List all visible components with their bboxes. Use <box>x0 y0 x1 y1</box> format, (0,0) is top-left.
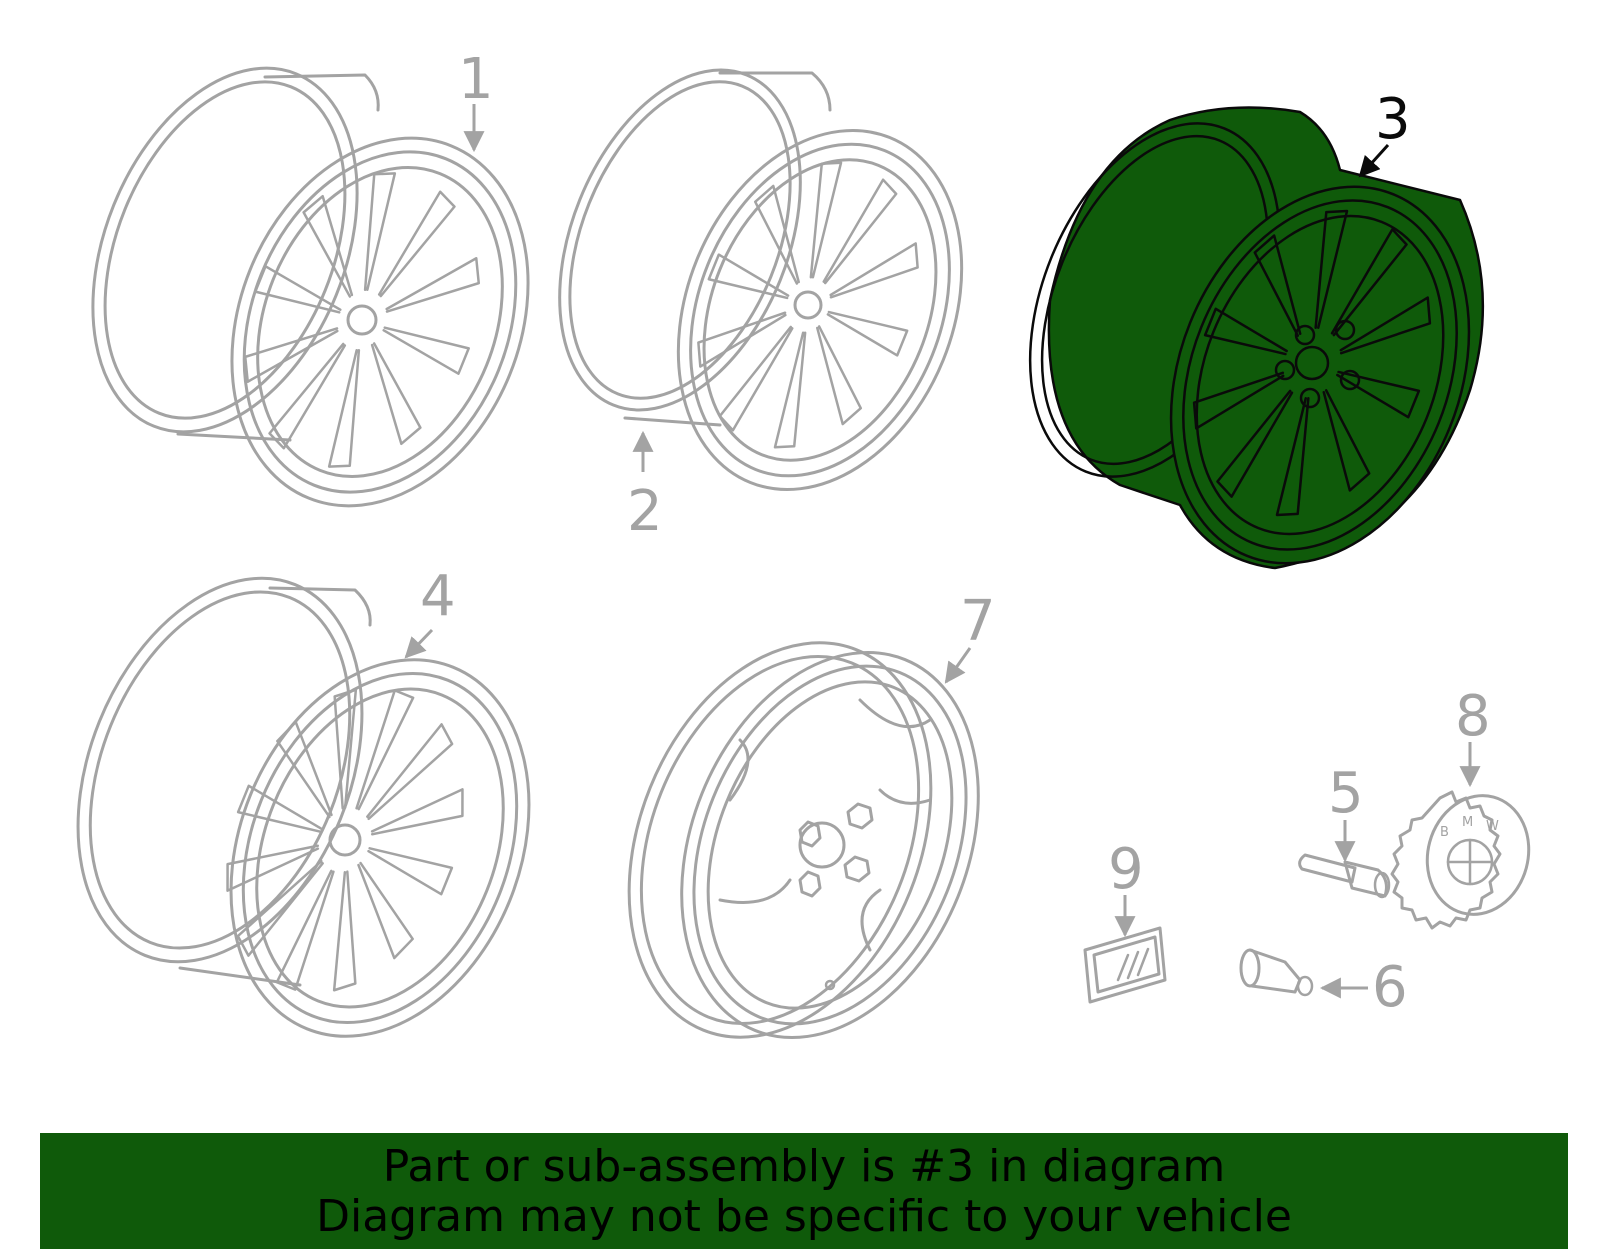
spoke-line <box>1203 307 1288 356</box>
part-9-badge[interactable] <box>1083 926 1167 1004</box>
spoke-line <box>275 869 335 991</box>
callout-2[interactable]: 2 <box>627 479 663 544</box>
spoke-line <box>268 342 347 450</box>
part-5-wheel-bolt[interactable] <box>1298 853 1391 899</box>
spoke-line <box>332 870 357 992</box>
spoke-line <box>822 178 898 285</box>
callout-6[interactable]: 6 <box>1372 955 1408 1020</box>
spoke-line <box>1216 389 1294 498</box>
spoke-line <box>377 190 456 298</box>
spoke-line <box>1339 296 1432 355</box>
spoke-line <box>826 310 909 357</box>
spoke-line <box>370 788 464 836</box>
banner-line-disclaimer: Diagram may not be specific to your vehi… <box>316 1191 1292 1242</box>
spoke-line <box>1192 371 1285 430</box>
callout-4[interactable]: 4 <box>420 564 456 629</box>
wheel-7-spare[interactable] <box>573 597 1032 1082</box>
spoke-line <box>236 784 323 833</box>
spoke-line <box>366 723 454 821</box>
spoke-line <box>370 342 422 446</box>
wheel-3-highlighted[interactable] <box>982 87 1523 609</box>
callout-1[interactable]: 1 <box>458 47 494 112</box>
callout-numbers: 1 2 3 4 5 6 7 8 9 <box>420 47 1491 1020</box>
spoke-line <box>809 161 843 279</box>
callout-5[interactable]: 5 <box>1328 761 1364 826</box>
callout-arrows <box>404 104 1481 999</box>
spoke-line <box>327 348 361 468</box>
spoke-line <box>385 257 481 313</box>
wheel-2[interactable] <box>513 35 1013 533</box>
spoke-line <box>363 172 397 292</box>
callout-9[interactable]: 9 <box>1108 837 1144 902</box>
spoke-line <box>1275 397 1310 517</box>
spoke-line <box>773 331 807 449</box>
spoke-line <box>697 311 787 368</box>
spoke-line <box>1253 234 1302 337</box>
spoke-line <box>829 242 919 299</box>
spoke-line <box>367 847 454 896</box>
spoke-line <box>753 184 800 285</box>
spoke-line <box>355 689 415 811</box>
emblem-letter-b: B <box>1440 825 1449 840</box>
wheel-1[interactable] <box>43 29 581 551</box>
spoke-line <box>1322 389 1371 492</box>
spoke-line <box>226 844 320 892</box>
info-banner: Part or sub-assembly is #3 in diagram Di… <box>40 1133 1568 1249</box>
spoke-line <box>718 325 794 432</box>
emblem-letter-m: M <box>1462 815 1473 830</box>
banner-line-part: Part or sub-assembly is #3 in diagram <box>382 1141 1226 1192</box>
callout-7[interactable]: 7 <box>960 589 996 654</box>
spoke-line <box>243 327 339 383</box>
callout-8[interactable]: 8 <box>1455 684 1491 749</box>
spoke-line <box>236 859 324 957</box>
wheel-4[interactable] <box>25 536 583 1081</box>
spoke-line <box>357 861 414 960</box>
spoke-line <box>1330 228 1408 337</box>
spoke-line <box>816 325 863 426</box>
part-6-valve-stem[interactable] <box>1239 948 1314 997</box>
spoke-line <box>1314 209 1349 329</box>
emblem-letter-w: W <box>1486 819 1499 834</box>
spoke-line <box>1336 370 1421 419</box>
spoke-line <box>302 194 354 298</box>
part-8-center-cap[interactable]: B M W <box>1390 784 1542 930</box>
spoke-line <box>382 326 470 375</box>
spoke-line <box>276 720 333 819</box>
callout-3[interactable]: 3 <box>1375 87 1411 152</box>
spoke-line <box>333 688 358 810</box>
spoke-line <box>254 265 342 314</box>
spoke-line <box>707 253 790 300</box>
